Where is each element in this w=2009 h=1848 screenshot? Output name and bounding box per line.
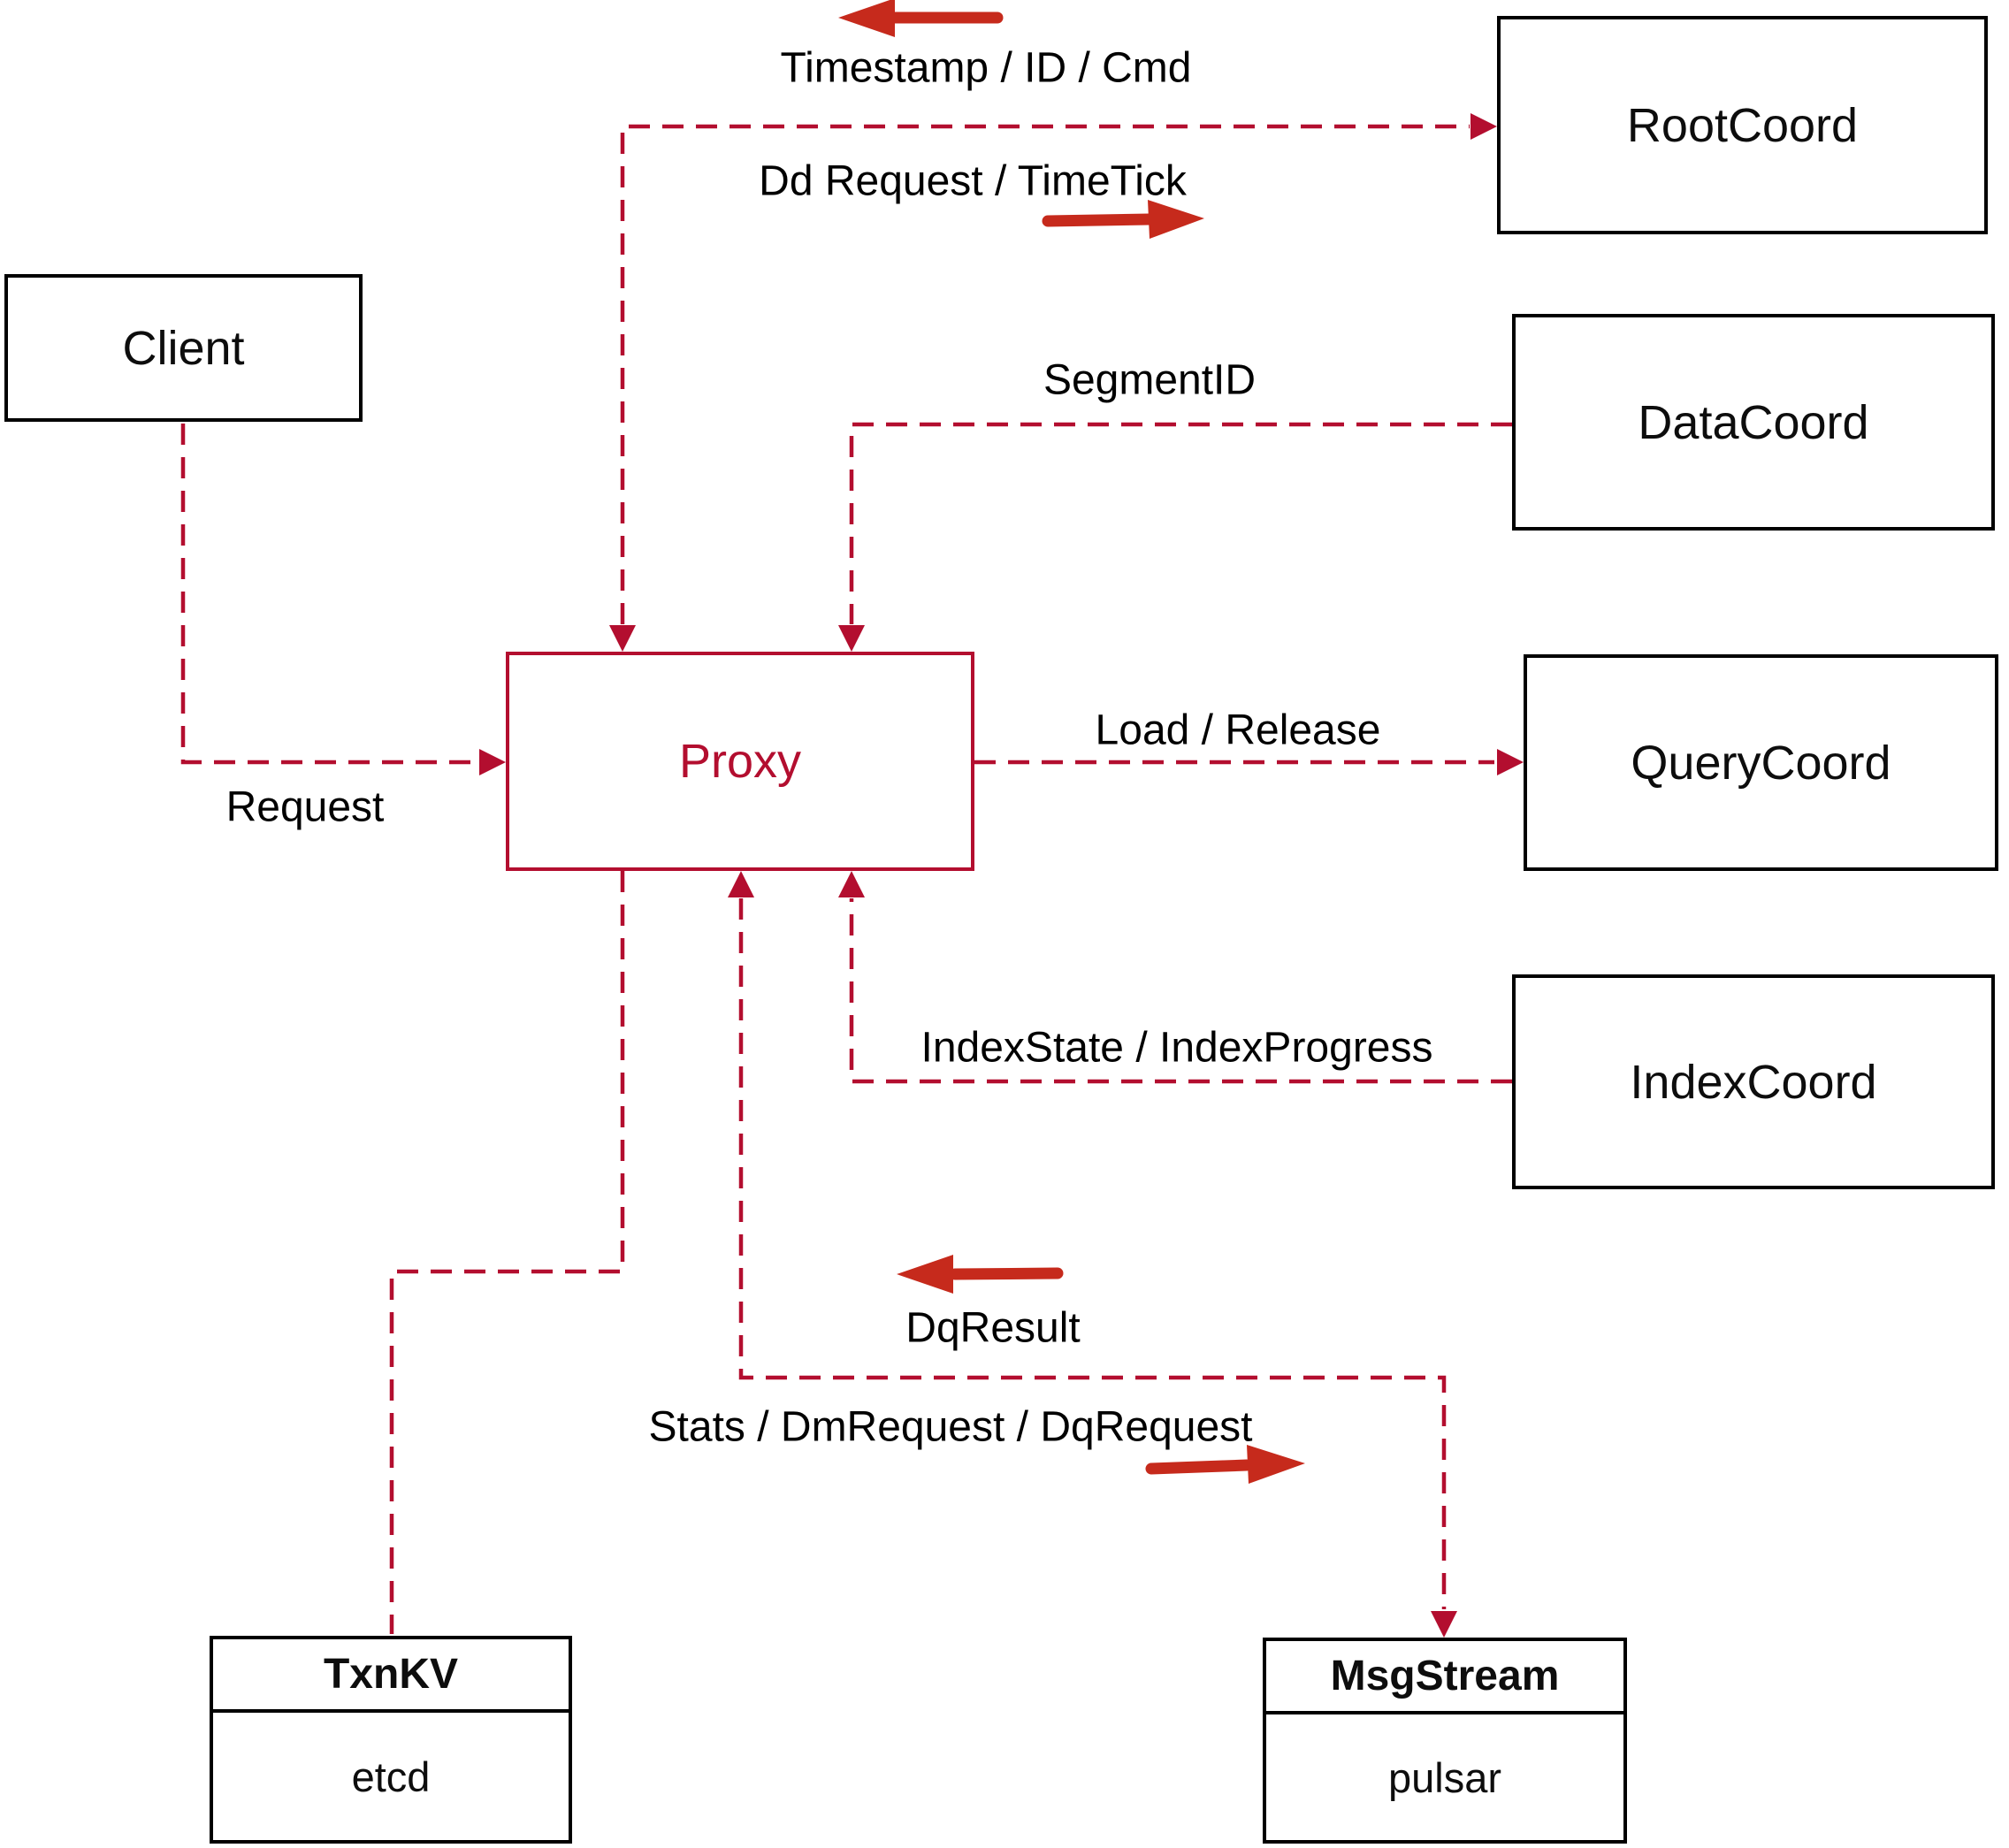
edge-label-dd-request: Dd Request / TimeTick [759, 157, 1187, 205]
node-indexcoord: IndexCoord [1512, 974, 1995, 1189]
node-proxy-label: Proxy [678, 735, 802, 788]
edge-label-stats: Stats / DmRequest / DqRequest [648, 1403, 1253, 1451]
arrowhead-into-msgstream-icon [1431, 1611, 1457, 1638]
stats-arrow-right-icon [1145, 1445, 1305, 1484]
edge-label-dq-result: DqResult [905, 1304, 1081, 1352]
node-client: Client [4, 274, 363, 422]
node-txnkv-impl: etcd [351, 1753, 431, 1800]
node-msgstream: MsgStream pulsar [1263, 1638, 1627, 1844]
arrowhead-into-proxy-top-right-icon [838, 625, 865, 652]
edge-label-index-state: IndexState / IndexProgress [920, 1024, 1433, 1072]
timestamp-arrow-left-icon [838, 0, 1004, 37]
arrowhead-into-proxy-left-icon [479, 749, 506, 775]
dqresult-arrow-left-icon [897, 1255, 1064, 1294]
edge-label-request: Request [225, 783, 385, 831]
node-rootcoord: RootCoord [1497, 16, 1988, 234]
node-datacoord-label: DataCoord [1638, 395, 1869, 449]
arrowhead-into-proxy-bottom-left-icon [728, 871, 754, 897]
node-querycoord-label: QueryCoord [1631, 736, 1891, 790]
edge-proxy-msgstream [738, 898, 1447, 1609]
edge-label-timestamp: Timestamp / ID / Cmd [780, 44, 1192, 92]
node-querycoord: QueryCoord [1524, 654, 1998, 871]
node-datacoord: DataCoord [1512, 314, 1995, 531]
edge-indexcoord-proxy [849, 898, 1512, 1084]
arrowhead-into-proxy-top-left-icon [609, 625, 636, 652]
edge-label-load-release: Load / Release [1095, 706, 1381, 754]
node-txnkv-title: TxnKV [213, 1639, 569, 1713]
node-client-label: Client [122, 321, 245, 375]
arrowhead-into-proxy-bottom-right-icon [838, 871, 865, 897]
arrowhead-into-querycoord-icon [1497, 749, 1524, 775]
edge-proxy-rootcoord [620, 124, 1470, 624]
edge-datacoord-proxy [849, 422, 1512, 624]
edge-label-segment-id: SegmentID [1043, 356, 1257, 404]
ddrequest-arrow-right-icon [1042, 200, 1204, 239]
edge-proxy-txnkv [389, 871, 625, 1634]
node-txnkv: TxnKV etcd [210, 1636, 572, 1844]
node-indexcoord-label: IndexCoord [1630, 1055, 1877, 1109]
arrowhead-into-rootcoord-icon [1470, 113, 1497, 140]
edge-client-proxy [180, 424, 482, 765]
node-rootcoord-label: RootCoord [1626, 98, 1859, 152]
node-proxy: Proxy [506, 652, 974, 871]
node-msgstream-impl: pulsar [1387, 1753, 1501, 1801]
node-msgstream-title: MsgStream [1266, 1641, 1623, 1714]
